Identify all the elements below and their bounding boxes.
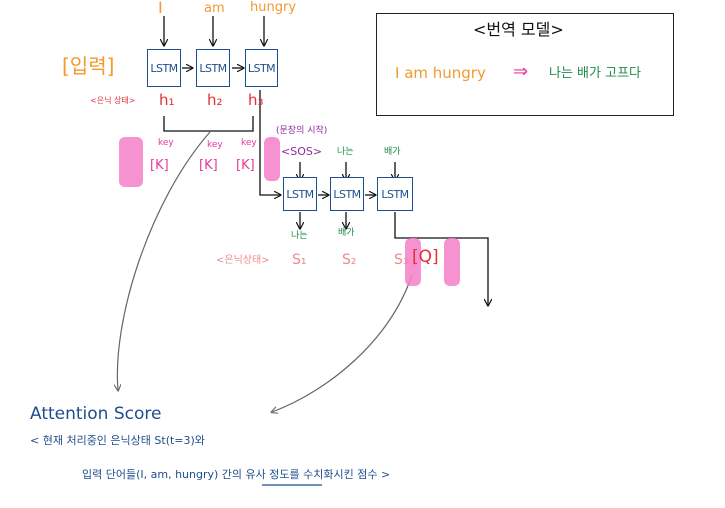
encoder-state-3: h₃ — [248, 91, 264, 109]
attention-line-1: < 현재 처리중인 은닉상태 St(t=3)와 — [30, 434, 205, 447]
decoder-output-2: 배가 — [338, 228, 355, 238]
decoder-lstm-3: LSTM — [377, 177, 413, 211]
decoder-lstm-2: LSTM — [330, 177, 364, 211]
decoder-output-1: 나는 — [291, 231, 308, 241]
query-highlight-right — [444, 238, 460, 286]
attention-title: Attention Score — [30, 404, 162, 424]
hidden-state-label: <은닉 상태> — [90, 96, 136, 105]
key-label-3: key — [241, 138, 257, 148]
query-tag: [Q] — [412, 247, 439, 267]
input-word-1: I — [158, 0, 163, 17]
key-tag-2: [K] — [199, 158, 218, 173]
query-highlight-left — [405, 238, 421, 286]
key-label-1: key — [158, 138, 174, 148]
decoder-hidden-label: <은닉상태> — [216, 255, 270, 266]
key-bracket — [163, 116, 254, 132]
decoder-state-3: S₃ — [394, 252, 409, 268]
legend-box: <번역 모델> I am hungry ⇒ 나는 배가 고프다 — [376, 13, 674, 116]
key-tag-1: [K] — [150, 158, 169, 173]
encoder-lstm-2: LSTM — [196, 49, 230, 87]
input-label: [입력] — [62, 54, 115, 78]
key-highlight-left — [119, 137, 143, 187]
legend-title: <번역 모델> — [473, 20, 564, 39]
sos-note: (문장의 시작) — [276, 126, 328, 136]
encoder-lstm-1: LSTM — [147, 49, 181, 87]
encoder-state-2: h₂ — [207, 91, 223, 109]
legend-source: I am hungry — [395, 64, 486, 82]
sos-token: <SOS> — [281, 145, 323, 158]
query-to-score-curve — [272, 274, 413, 412]
s3-output-arrow — [394, 212, 488, 305]
encoder-lstm-3: LSTM — [245, 49, 278, 87]
legend-arrow: ⇒ — [513, 61, 529, 82]
input-word-3: hungry — [250, 0, 297, 15]
encoder-state-1: h₁ — [159, 91, 175, 109]
key-to-score-curve — [117, 131, 211, 390]
decoder-state-2: S₂ — [342, 252, 357, 268]
key-label-2: key — [207, 140, 223, 150]
key-tag-3: [K] — [236, 158, 255, 173]
decoder-state-1: S₁ — [292, 252, 307, 268]
legend-target: 나는 배가 고프다 — [549, 66, 641, 81]
key-highlight-right — [264, 137, 280, 181]
attention-line-2: 입력 단어들(I, am, hungry) 간의 유사 정도를 수치화시킨 점수… — [82, 468, 391, 481]
decoder-input-2: 배가 — [384, 147, 401, 157]
input-word-2: am — [204, 1, 225, 16]
enc-dec-arrow — [259, 90, 280, 195]
decoder-input-1: 나는 — [337, 147, 354, 157]
decoder-lstm-1: LSTM — [283, 177, 317, 211]
